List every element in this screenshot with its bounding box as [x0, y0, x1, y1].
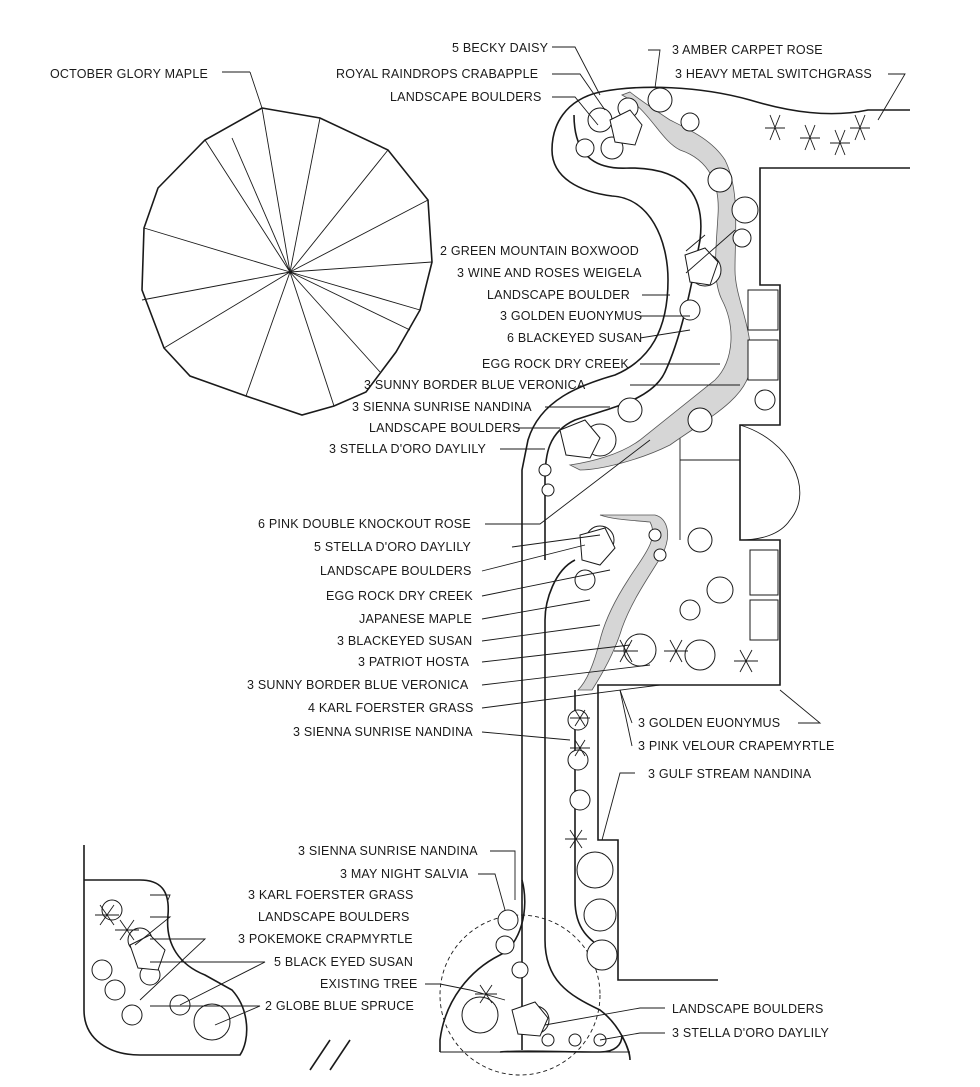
label-golden-euonymus-2: 3 GOLDEN EUONYMUS [638, 716, 780, 730]
label-october-glory-maple: OCTOBER GLORY MAPLE [50, 67, 208, 81]
label-landscape-boulders-5: LANDSCAPE BOULDERS [672, 1002, 824, 1016]
label-may-night-salvia: 3 MAY NIGHT SALVIA [340, 867, 469, 881]
maple-tree-symbol [141, 107, 433, 416]
label-karl-foerster-4: 4 KARL FOERSTER GRASS [308, 701, 474, 715]
label-heavy-metal-switchgrass: 3 HEAVY METAL SWITCHGRASS [675, 67, 872, 81]
label-black-eyed-susan-5: 5 BLACK EYED SUSAN [274, 955, 413, 969]
label-knockout-rose: 6 PINK DOUBLE KNOCKOUT ROSE [258, 517, 471, 531]
label-raindrops-crabapple: ROYAL RAINDROPS CRABAPPLE [336, 67, 538, 81]
label-nandina-2: 3 SIENNA SUNRISE NANDINA [293, 725, 473, 739]
label-amber-carpet-rose: 3 AMBER CARPET ROSE [672, 43, 823, 57]
label-egg-rock-creek-1: EGG ROCK DRY CREEK [482, 357, 629, 371]
bed-outlines [83, 86, 910, 1076]
label-landscape-boulders-1: LANDSCAPE BOULDERS [390, 90, 542, 104]
label-blackeyed-susan-3: 3 BLACKEYED SUSAN [337, 634, 472, 648]
label-golden-euonymus-1: 3 GOLDEN EUONYMUS [500, 309, 642, 323]
label-patriot-hosta: 3 PATRIOT HOSTA [358, 655, 470, 669]
label-veronica-1: 3 SUNNY BORDER BLUE VERONICA [364, 378, 586, 392]
plant-symbols [91, 87, 870, 1047]
label-gulf-stream: 3 GULF STREAM NANDINA [648, 767, 812, 781]
label-landscape-boulders-2: LANDSCAPE BOULDERS [369, 421, 521, 435]
label-nandina-3: 3 SIENNA SUNRISE NANDINA [298, 844, 478, 858]
label-nandina-1: 3 SIENNA SUNRISE NANDINA [352, 400, 532, 414]
leader-lines [134, 46, 906, 1041]
label-landscape-boulders-3: LANDSCAPE BOULDERS [320, 564, 472, 578]
label-stella-daylily-3a: 3 STELLA D'ORO DAYLILY [329, 442, 487, 456]
plant-labels: OCTOBER GLORY MAPLE 5 BECKY DAISY ROYAL … [50, 41, 872, 1040]
label-landscape-boulders-4: LANDSCAPE BOULDERS [258, 910, 410, 924]
label-landscape-boulder: LANDSCAPE BOULDER [487, 288, 630, 302]
label-veronica-2: 3 SUNNY BORDER BLUE VERONICA [247, 678, 469, 692]
label-wine-roses-weigela: 3 WINE AND ROSES WEIGELA [457, 266, 642, 280]
label-egg-rock-creek-2: EGG ROCK DRY CREEK [326, 589, 473, 603]
label-stella-daylily-5: 5 STELLA D'ORO DAYLILY [314, 540, 472, 554]
label-japanese-maple: JAPANESE MAPLE [359, 612, 472, 626]
label-pink-velour: 3 PINK VELOUR CRAPEMYRTLE [638, 739, 835, 753]
label-stella-daylily-3b: 3 STELLA D'ORO DAYLILY [672, 1026, 830, 1040]
label-becky-daisy: 5 BECKY DAISY [452, 41, 549, 55]
label-karl-foerster-3: 3 KARL FOERSTER GRASS [248, 888, 414, 902]
label-green-mountain-boxwood: 2 GREEN MOUNTAIN BOXWOOD [440, 244, 639, 258]
label-blackeyed-susan-6: 6 BLACKEYED SUSAN [507, 331, 642, 345]
label-pokemoke: 3 POKEMOKE CRAPMYRTLE [238, 932, 413, 946]
label-existing-tree: EXISTING TREE [320, 977, 418, 991]
label-globe-spruce: 2 GLOBE BLUE SPRUCE [265, 999, 414, 1013]
